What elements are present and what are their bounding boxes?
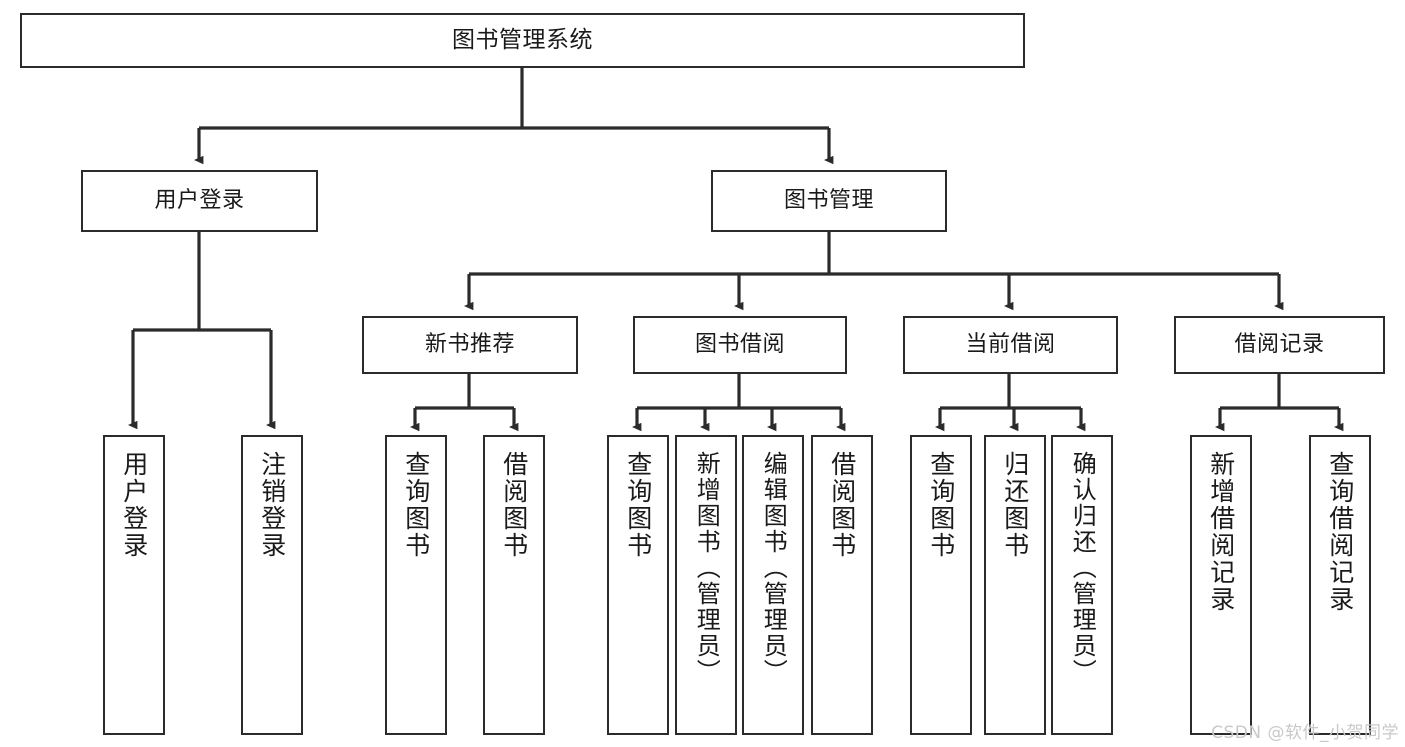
node-leaf-query-book-1[interactable]: 查询图书 bbox=[385, 435, 447, 735]
node-label: 新书推荐 bbox=[424, 332, 515, 358]
node-label: 用户登录 bbox=[119, 451, 149, 559]
node-root-system[interactable]: 图书管理系统 bbox=[20, 13, 1025, 68]
node-label: 当前借阅 bbox=[965, 332, 1056, 358]
node-label: 注销登录 bbox=[257, 451, 287, 559]
node-leaf-borrow-book-2[interactable]: 借阅图书 bbox=[811, 435, 873, 735]
node-label: 归还图书 bbox=[1000, 451, 1030, 559]
node-current-borrow[interactable]: 当前借阅 bbox=[903, 316, 1118, 374]
node-leaf-logout[interactable]: 注销登录 bbox=[241, 435, 303, 735]
node-label: 借阅记录 bbox=[1234, 332, 1325, 358]
node-label: 图书管理 bbox=[783, 188, 874, 214]
csdn-watermark: CSDN @软件_小贺同学 bbox=[1211, 723, 1399, 743]
node-book-manage[interactable]: 图书管理 bbox=[711, 170, 947, 232]
node-leaf-query-book-2[interactable]: 查询图书 bbox=[607, 435, 669, 735]
node-label: 图书借阅 bbox=[694, 332, 785, 358]
node-user-login[interactable]: 用户登录 bbox=[81, 170, 318, 232]
node-leaf-confirm-return[interactable]: 确认归还（管理员） bbox=[1051, 435, 1113, 735]
node-leaf-return-book[interactable]: 归还图书 bbox=[984, 435, 1046, 735]
node-label: 查询图书 bbox=[623, 451, 653, 559]
node-label: 编辑图书（管理员） bbox=[759, 451, 788, 685]
node-label: 新增借阅记录 bbox=[1206, 451, 1236, 613]
node-label: 借阅图书 bbox=[827, 451, 857, 559]
node-book-borrow[interactable]: 图书借阅 bbox=[633, 316, 847, 374]
node-leaf-add-book[interactable]: 新增图书（管理员） bbox=[675, 435, 737, 735]
node-label: 查询借阅记录 bbox=[1325, 451, 1355, 613]
node-label: 新增图书（管理员） bbox=[692, 451, 721, 685]
node-new-book-rec[interactable]: 新书推荐 bbox=[362, 316, 578, 374]
node-label: 借阅图书 bbox=[499, 451, 529, 559]
node-leaf-query-record[interactable]: 查询借阅记录 bbox=[1309, 435, 1371, 735]
node-leaf-add-record[interactable]: 新增借阅记录 bbox=[1190, 435, 1252, 735]
node-leaf-borrow-book-1[interactable]: 借阅图书 bbox=[483, 435, 545, 735]
node-label: 确认归还（管理员） bbox=[1068, 451, 1097, 685]
node-label: 查询图书 bbox=[926, 451, 956, 559]
node-label: 图书管理系统 bbox=[452, 26, 593, 53]
node-borrow-record[interactable]: 借阅记录 bbox=[1174, 316, 1385, 374]
node-label: 查询图书 bbox=[401, 451, 431, 559]
node-leaf-query-book-3[interactable]: 查询图书 bbox=[910, 435, 972, 735]
node-label: 用户登录 bbox=[154, 188, 245, 214]
node-leaf-edit-book[interactable]: 编辑图书（管理员） bbox=[742, 435, 804, 735]
node-leaf-user-login[interactable]: 用户登录 bbox=[103, 435, 165, 735]
